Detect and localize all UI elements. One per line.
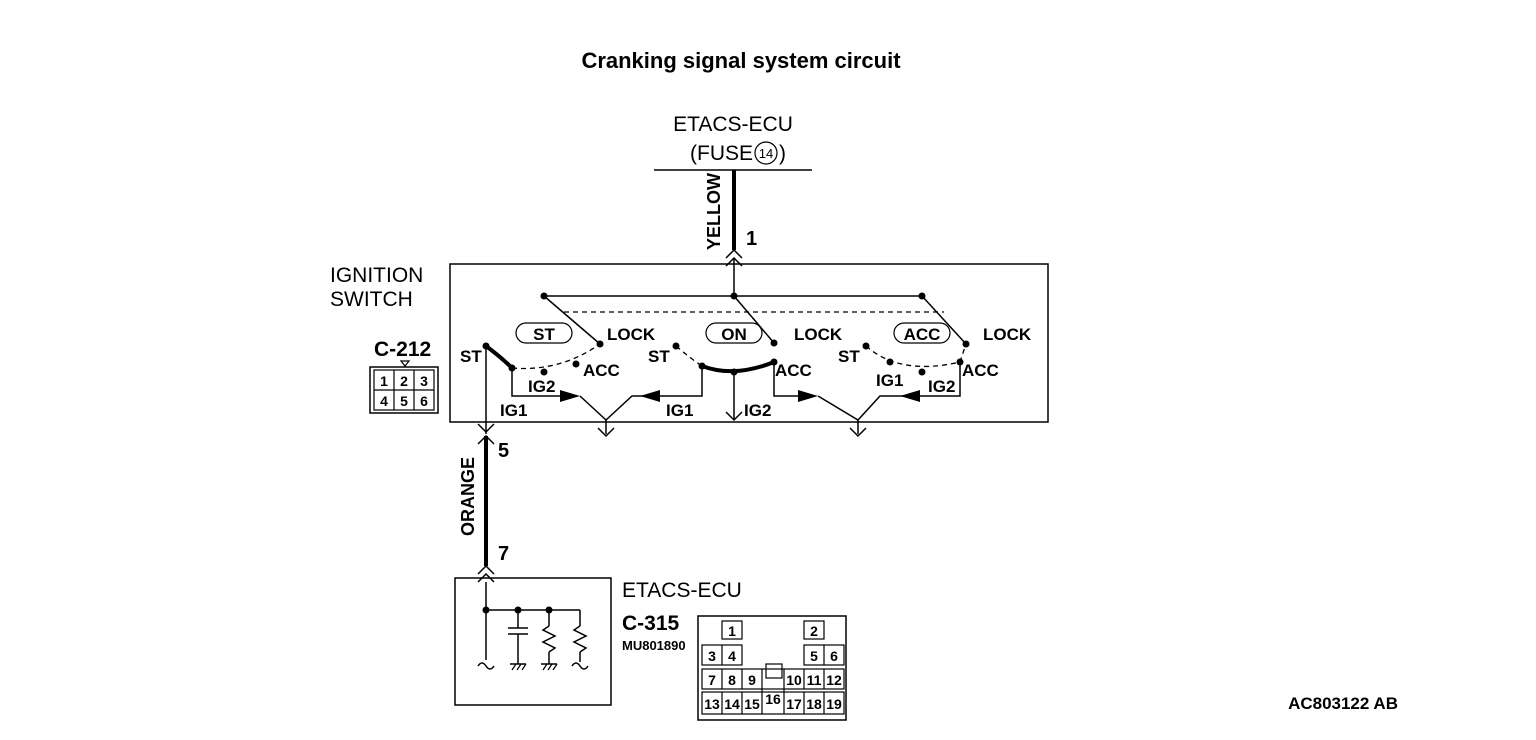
pin-7-label: 7 [498, 543, 509, 565]
svg-text:LOCK: LOCK [983, 325, 1032, 344]
pin-5-label: 5 [498, 440, 509, 462]
svg-text:6: 6 [830, 648, 838, 664]
svg-text:14: 14 [724, 696, 740, 712]
pin-1-label: 1 [746, 228, 757, 250]
svg-text:ST: ST [838, 347, 860, 366]
svg-text:ACC: ACC [775, 361, 812, 380]
switch-position-st: ST LOCK ST ACC IG2 IG1 [460, 322, 656, 434]
svg-text:2: 2 [810, 623, 818, 639]
svg-text:ACC: ACC [962, 361, 999, 380]
svg-text:LOCK: LOCK [794, 325, 843, 344]
diagram-title: Cranking signal system circuit [581, 48, 901, 73]
svg-text:17: 17 [786, 696, 802, 712]
ignition-label-line1: IGNITION [330, 264, 423, 287]
orange-wire: 5 ORANGE 7 [458, 434, 509, 583]
svg-text:15: 15 [744, 696, 760, 712]
ignition-switch: ST LOCK ST ACC IG2 IG1 ON LOCK [449, 263, 1049, 438]
fuse-prefix: (FUSE [690, 142, 753, 165]
svg-text:IG1: IG1 [876, 371, 903, 390]
connector-c212: 1 2 3 4 5 6 [369, 360, 439, 414]
svg-text:ACC: ACC [583, 361, 620, 380]
fuse-suffix: ) [779, 142, 786, 165]
svg-text:12: 12 [826, 672, 842, 688]
yellow-wire: YELLOW 1 [704, 170, 757, 296]
wire-color-yellow: YELLOW [704, 173, 724, 250]
wire-color-orange: ORANGE [458, 457, 478, 536]
position-label-st: ST [533, 325, 555, 344]
svg-text:9: 9 [748, 672, 756, 688]
svg-text:10: 10 [786, 672, 802, 688]
svg-text:5: 5 [400, 393, 408, 409]
position-label-on: ON [721, 325, 747, 344]
top-etacs-ecu: ETACS-ECU (FUSE 14 ) [654, 113, 812, 171]
bottom-ecu-box [454, 577, 612, 706]
svg-text:19: 19 [826, 696, 842, 712]
fuse-number: 14 [759, 146, 773, 161]
svg-text:7: 7 [708, 672, 716, 688]
connector-c315: 1 2 3 4 5 6 7 8 9 10 11 12 13 [697, 615, 847, 721]
svg-text:ST: ST [648, 347, 670, 366]
svg-text:4: 4 [728, 648, 736, 664]
svg-text:5: 5 [810, 648, 818, 664]
svg-text:IG2: IG2 [528, 377, 555, 396]
figure-code: AC803122 AB [1288, 694, 1398, 713]
fuse-number-circle [754, 141, 778, 165]
switch-position-acc: ACC LOCK ST ACC IG1 IG2 [838, 322, 1032, 402]
svg-text:16: 16 [765, 691, 781, 707]
svg-text:6: 6 [420, 393, 428, 409]
bottom-component-name: ETACS-ECU [622, 579, 742, 602]
part-number-label: MU801890 [622, 638, 686, 653]
svg-text:IG1: IG1 [666, 401, 693, 420]
svg-text:IG1: IG1 [500, 401, 527, 420]
connector-c315-label: C-315 [622, 612, 680, 635]
svg-text:IG2: IG2 [744, 401, 771, 420]
svg-text:8: 8 [728, 672, 736, 688]
svg-text:1: 1 [380, 373, 388, 389]
switch-position-on: ON LOCK ST ACC IG1 IG2 [640, 322, 843, 422]
ignition-switch-box [449, 263, 1049, 423]
svg-text:ST: ST [460, 347, 482, 366]
ignition-switch-label: IGNITION SWITCH C-212 1 2 3 4 5 6 [330, 264, 439, 414]
ignition-label-line2: SWITCH [330, 288, 413, 311]
svg-text:2: 2 [400, 373, 408, 389]
svg-text:1: 1 [728, 623, 736, 639]
svg-text:18: 18 [806, 696, 822, 712]
svg-text:4: 4 [380, 393, 388, 409]
top-component-name: ETACS-ECU [673, 113, 793, 136]
position-label-acc: ACC [904, 325, 941, 344]
svg-text:11: 11 [807, 672, 822, 688]
svg-text:IG2: IG2 [928, 377, 955, 396]
connector-chevron-top [725, 248, 743, 259]
svg-text:3: 3 [708, 648, 716, 664]
svg-text:3: 3 [420, 373, 428, 389]
bottom-etacs-ecu: ETACS-ECU C-315 MU801890 [454, 577, 742, 706]
connector-c212-label: C-212 [374, 338, 431, 361]
svg-text:13: 13 [704, 696, 720, 712]
svg-text:LOCK: LOCK [607, 325, 656, 344]
